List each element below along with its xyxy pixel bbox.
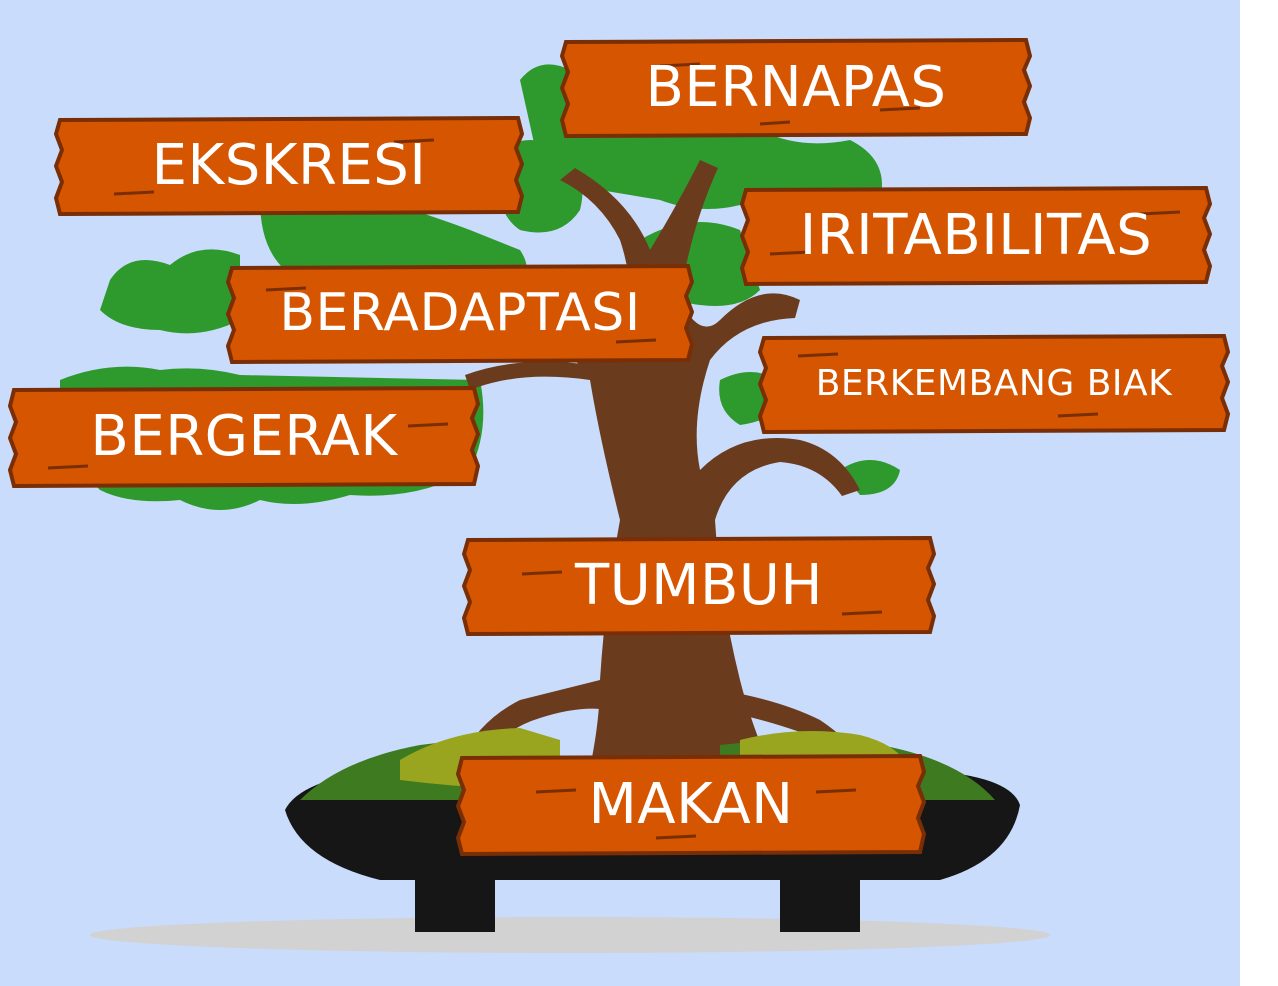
wood-plank	[462, 535, 936, 636]
sign-label: BERADAPTASI	[279, 283, 641, 343]
sign-label: BERNAPAS	[645, 54, 947, 120]
bonsai-diagram: BERNAPAS EKSKRESI IRITABILITAS BERADAPTA…	[0, 0, 1240, 986]
wood-plank	[226, 263, 694, 364]
sign-iritabilitas: IRITABILITAS	[740, 184, 1212, 286]
wood-plank	[8, 385, 480, 488]
sign-beradaptasi: BERADAPTASI	[226, 262, 694, 364]
sign-makan: MAKAN	[456, 752, 926, 856]
sign-label: MAKAN	[588, 771, 794, 837]
wood-plank	[758, 333, 1230, 434]
sign-tumbuh: TUMBUH	[462, 534, 936, 636]
sign-label: BERGERAK	[90, 403, 398, 469]
sign-label: IRITABILITAS	[799, 202, 1153, 268]
sign-label: EKSKRESI	[151, 132, 427, 198]
wood-plank	[54, 115, 524, 216]
sign-label: TUMBUH	[574, 552, 824, 618]
wood-plank	[740, 185, 1212, 286]
sign-berkembang-biak: BERKEMBANG BIAK	[758, 332, 1230, 434]
sign-bergerak: BERGERAK	[8, 384, 480, 488]
sign-ekskresi: EKSKRESI	[54, 114, 524, 216]
sign-label: BERKEMBANG BIAK	[815, 362, 1173, 404]
ground-shadow	[90, 917, 1050, 953]
wood-plank	[560, 37, 1032, 138]
wood-plank	[456, 753, 926, 856]
sign-bernapas: BERNAPAS	[560, 36, 1032, 138]
